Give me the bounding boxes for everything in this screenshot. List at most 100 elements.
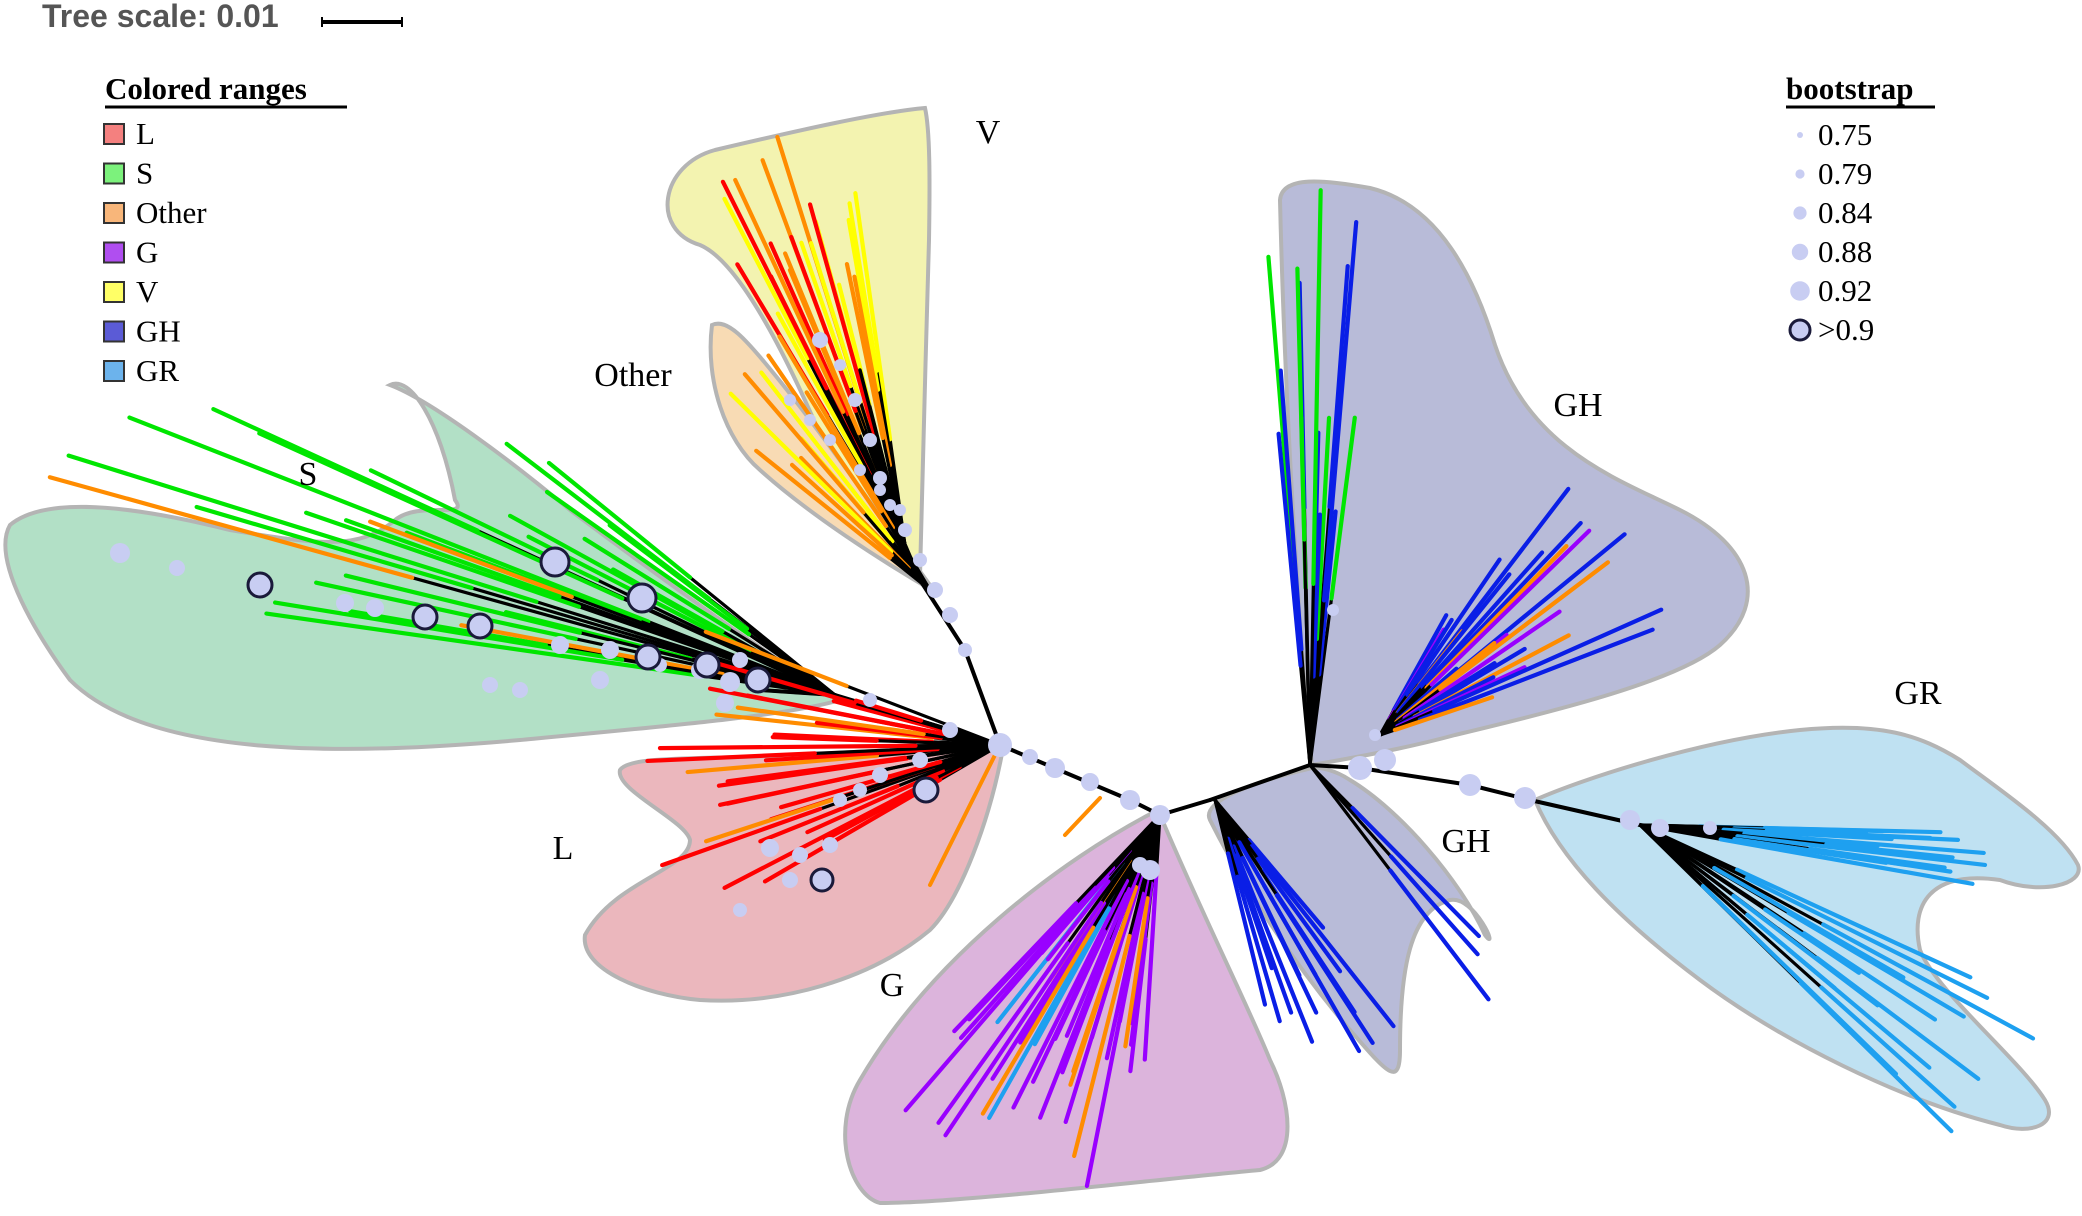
legend-swatch-gh xyxy=(103,320,125,343)
branch-gh xyxy=(1418,646,1527,713)
bootstrap-node xyxy=(942,607,958,623)
legend-bootstrap: bootstrap 0.750.790.840.880.92>0.9 xyxy=(1786,71,1935,347)
branch-gr xyxy=(1712,865,1906,980)
bootstrap-node xyxy=(551,636,569,654)
branch-g xyxy=(952,901,1079,1034)
branch-gr xyxy=(1638,823,1705,888)
branch-v xyxy=(720,179,829,391)
branch-l xyxy=(762,777,943,884)
bootstrap-node xyxy=(824,434,836,446)
branch-s xyxy=(544,489,752,637)
legend-bootstrap-items: 0.75 0.79 0.84 0.88 0.92 >0.9 xyxy=(1788,117,1874,347)
bootstrap-node xyxy=(782,872,798,888)
branch-other xyxy=(804,390,884,514)
branch-s xyxy=(720,629,837,697)
branch-g xyxy=(903,874,1110,1113)
branch-gh xyxy=(1302,537,1312,767)
legend-swatch-g xyxy=(103,241,125,264)
bootstrap-node xyxy=(873,471,887,485)
branch-g xyxy=(1038,939,1112,1120)
bootstrap-node xyxy=(812,332,828,348)
legend-swatch-other xyxy=(103,202,125,224)
branch-g xyxy=(990,901,1107,1081)
branch-v xyxy=(808,241,863,404)
branch-s xyxy=(368,519,574,599)
clade-hull-gh1 xyxy=(1277,179,1750,768)
bootstrap-label-4: 0.92 xyxy=(1818,273,1872,308)
bootstrap-node xyxy=(720,672,740,692)
branch-g xyxy=(980,925,1096,1116)
branch-l xyxy=(831,698,949,734)
clade-label-l: L xyxy=(553,830,574,867)
bootstrap-label-5: >0.9 xyxy=(1818,312,1874,347)
branch-other xyxy=(754,448,892,560)
clade-hull-gr xyxy=(1532,725,2081,1131)
bootstrap-node xyxy=(792,847,808,863)
bootstrap-node xyxy=(110,543,130,563)
branch-g xyxy=(936,941,1070,1125)
bootstrap-node-high xyxy=(809,867,835,893)
branch-other xyxy=(789,462,894,558)
branch-v xyxy=(844,261,885,441)
branch-g xyxy=(1031,929,1107,1084)
branch-s xyxy=(582,536,732,631)
branch-gr xyxy=(1824,842,1955,860)
bootstrap-node-high xyxy=(539,546,571,578)
branch-gh xyxy=(1429,528,1592,687)
branch-l xyxy=(758,784,900,844)
bootstrap-label-1: 0.79 xyxy=(1818,156,1872,191)
bootstrap-node xyxy=(784,394,796,406)
branch-gr xyxy=(1721,827,1894,842)
bootstrap-label-3: 0.88 xyxy=(1818,234,1872,269)
bootstrap-swatch-0 xyxy=(1797,132,1803,138)
branch-v xyxy=(847,201,879,373)
legend-swatch-gr xyxy=(103,360,125,382)
bootstrap-node xyxy=(927,582,943,598)
bootstrap-node xyxy=(169,560,185,576)
branch-gh xyxy=(1317,509,1338,677)
branch-gh xyxy=(1213,798,1230,856)
branch-gh xyxy=(1396,572,1512,715)
legend-swatch-s xyxy=(103,162,125,185)
branch-s xyxy=(343,518,562,599)
branch-gh xyxy=(1405,557,1502,698)
bootstrap-node xyxy=(1120,790,1140,810)
bootstrap-node xyxy=(591,671,609,689)
branch-gr xyxy=(1638,823,1823,990)
branch-g xyxy=(1089,874,1144,1040)
bootstrap-node xyxy=(853,783,867,797)
bootstrap-node xyxy=(863,433,877,447)
branch-gh xyxy=(1225,836,1274,971)
bootstrap-label-0: 0.75 xyxy=(1818,117,1872,152)
branch-gr xyxy=(1731,893,1880,1008)
branch-s xyxy=(546,460,693,580)
branch-other xyxy=(928,743,1002,887)
branch-l xyxy=(703,629,849,689)
bootstrap-node xyxy=(942,722,958,738)
bootstrap-swatch-4 xyxy=(1790,281,1810,301)
branch-gh xyxy=(1240,855,1302,978)
backbone xyxy=(998,743,1132,802)
bootstrap-swatch-2 xyxy=(1793,206,1807,220)
branch-gh xyxy=(1378,728,1397,737)
bootstrap-node xyxy=(732,652,748,668)
branch-g xyxy=(1045,879,1111,962)
bootstrap-node-high xyxy=(912,776,940,804)
branch-gh xyxy=(1278,368,1304,652)
bootstrap-node xyxy=(833,793,847,807)
branch-other xyxy=(728,391,894,554)
clade-label-gh-lower: GH xyxy=(1441,823,1490,860)
branch-gr xyxy=(1700,884,1899,1076)
bootstrap-node xyxy=(913,553,927,567)
branch-gr xyxy=(1819,985,1957,1109)
branch-l xyxy=(735,705,926,737)
bootstrap-label-2: 0.84 xyxy=(1818,195,1873,230)
branch-v xyxy=(853,191,893,442)
bootstrap-node xyxy=(1327,604,1339,616)
branch-g xyxy=(1123,896,1150,1049)
bootstrap-node xyxy=(884,499,896,511)
branch-s xyxy=(194,504,474,591)
